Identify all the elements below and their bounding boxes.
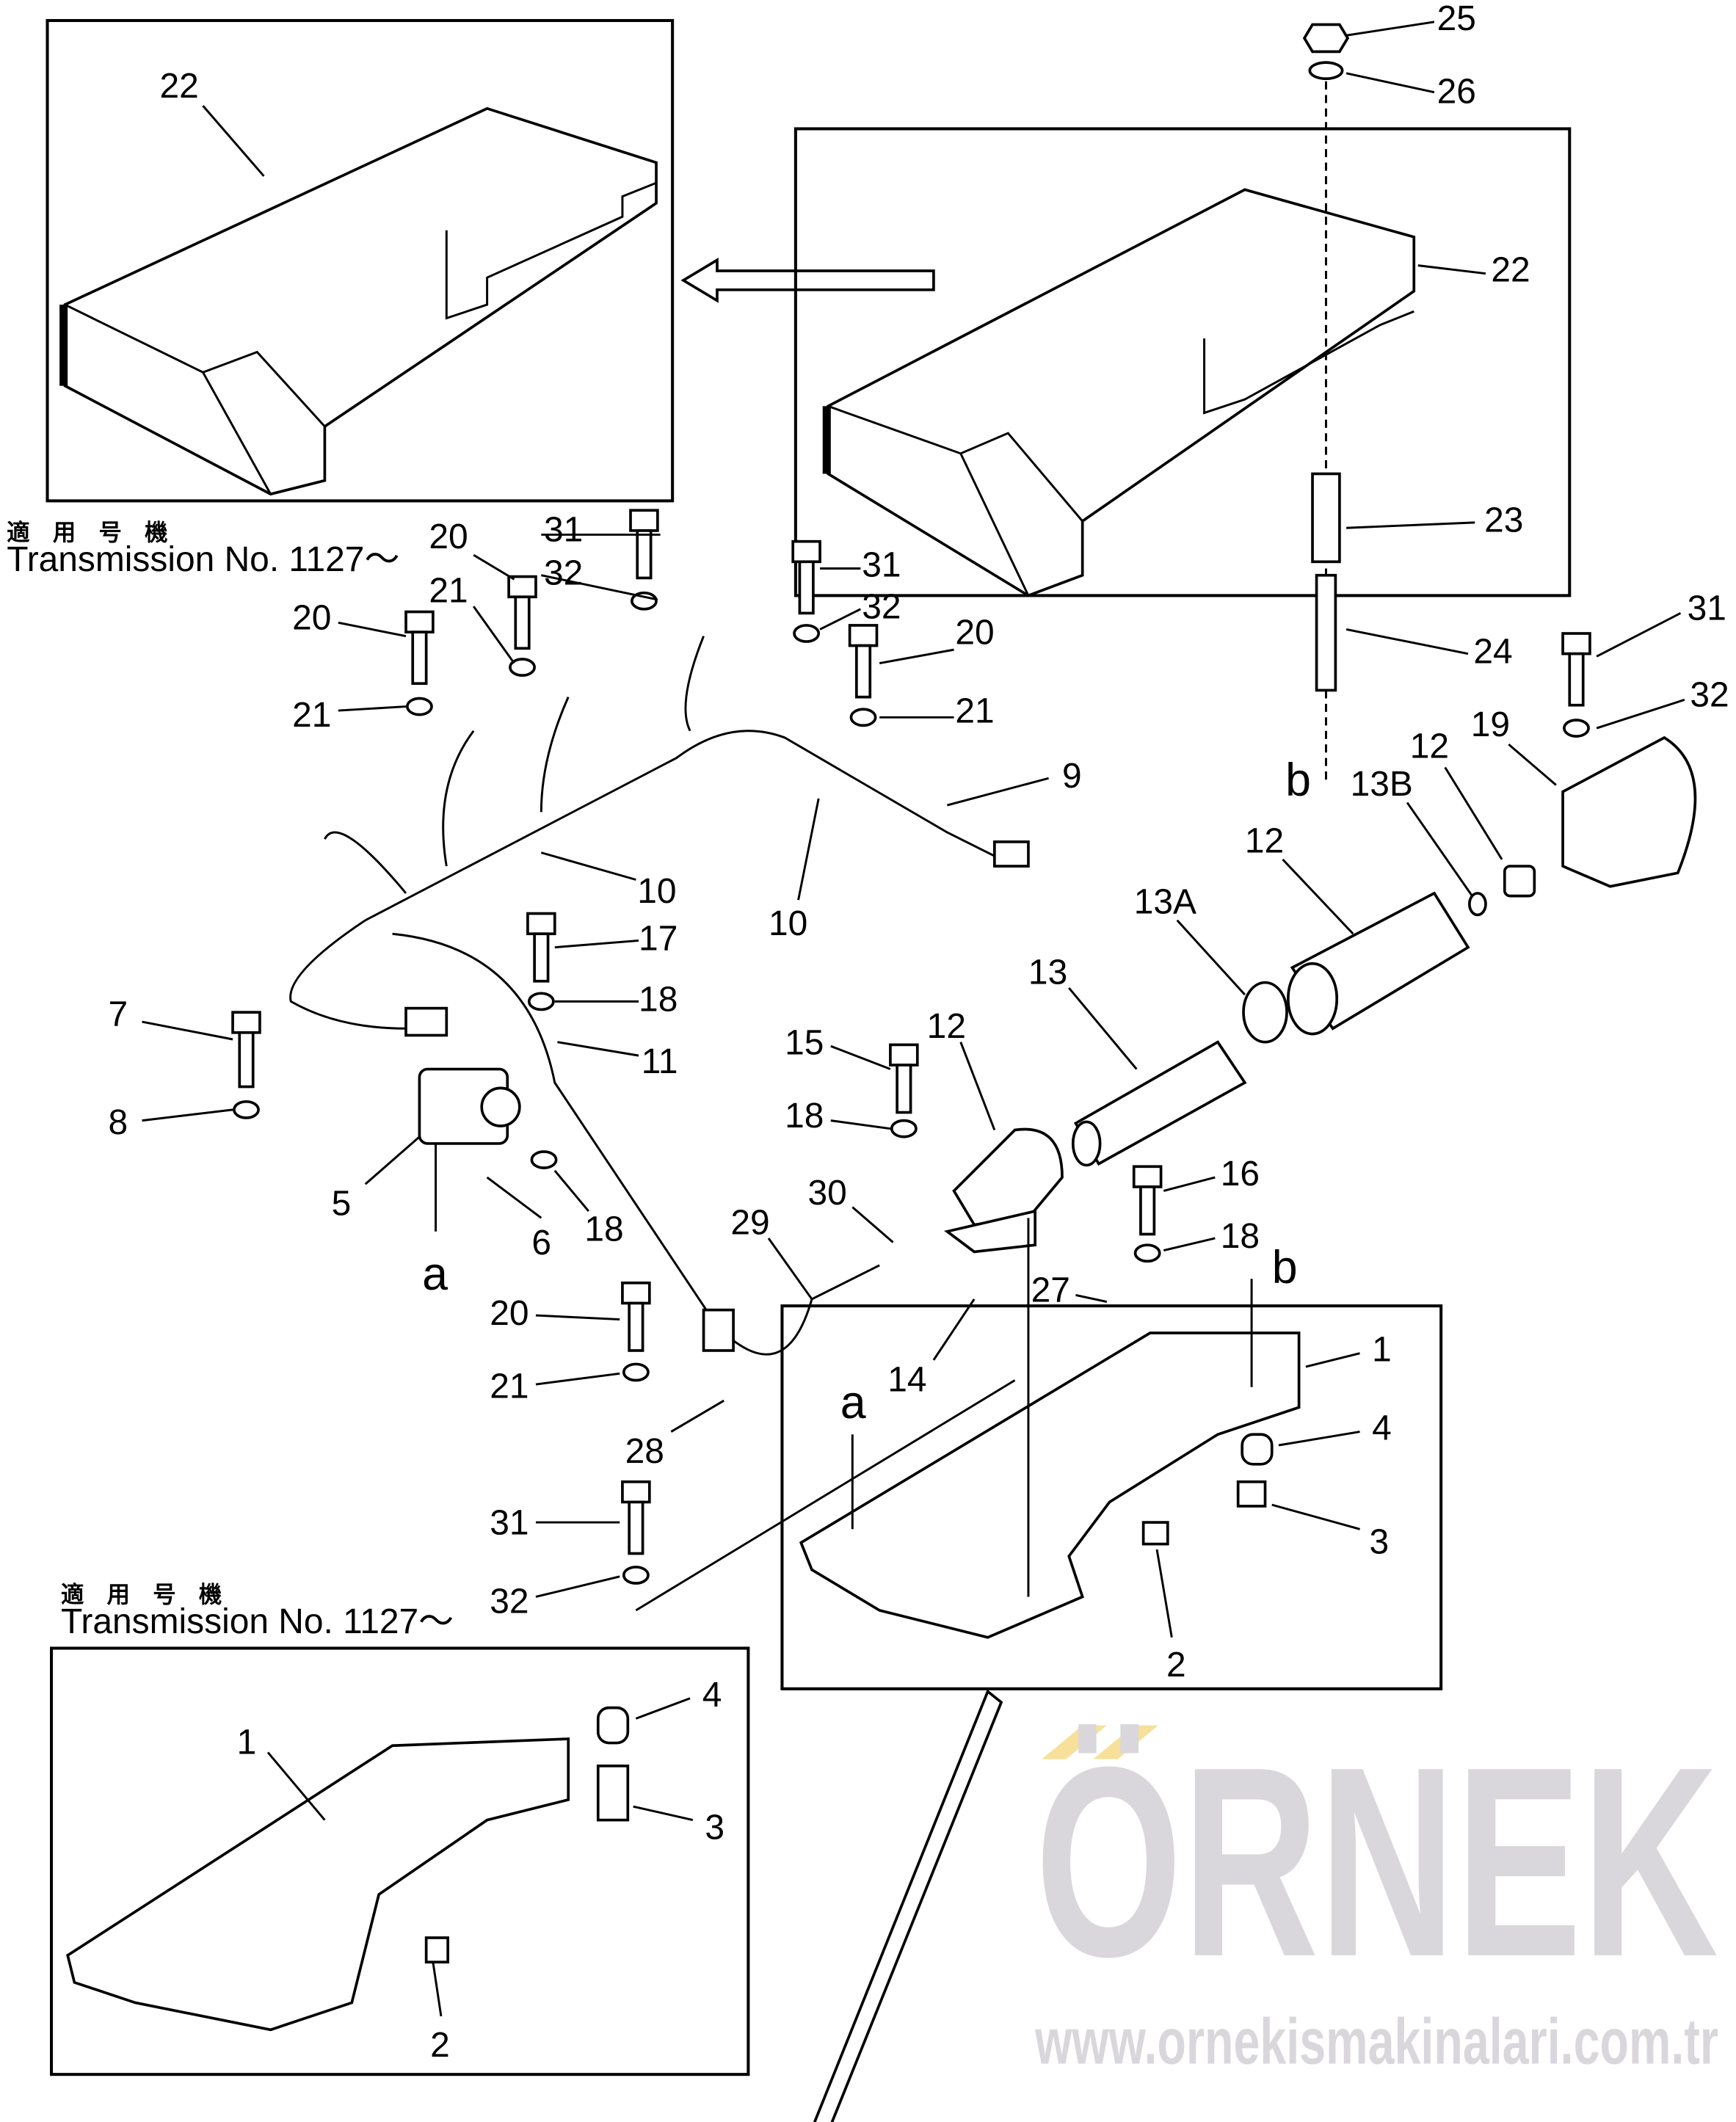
callout: 31 — [1688, 589, 1726, 628]
callout-letter: b — [1285, 755, 1311, 806]
callout: 18 — [785, 1097, 824, 1136]
bolts — [231, 509, 1591, 1585]
wiring-harness-9 — [289, 636, 1030, 1356]
guide-line — [635, 1379, 1016, 1612]
callout-labels: 22 25 26 22 23 24 31 32 19 12 13B b 12 1… — [108, 0, 1729, 2065]
callout: 4 — [1372, 1409, 1392, 1448]
inset-frame-plate — [50, 1646, 750, 2076]
callout: 31 — [544, 511, 583, 550]
watermark-accent-icon — [1042, 1725, 1107, 1759]
valve-body-1-inset — [66, 1706, 630, 2032]
callout: 5 — [332, 1185, 352, 1224]
plate-frame — [780, 1304, 1443, 1690]
stud-24 — [1315, 573, 1337, 692]
nut-25 — [1302, 23, 1350, 54]
callout: 10 — [637, 872, 676, 911]
callout: 21 — [490, 1367, 529, 1406]
callout: 1 — [1372, 1331, 1392, 1370]
arrow-down-left-icon — [813, 1689, 1003, 2122]
callout: 30 — [807, 1174, 846, 1213]
cover-frame — [793, 127, 1572, 597]
callout: 3 — [705, 1808, 724, 1847]
callout: 12 — [1410, 727, 1449, 766]
callout: 32 — [862, 588, 901, 627]
note-en: Transmission No. 1127～ — [7, 540, 399, 579]
callout: 13A — [1134, 883, 1196, 922]
callout: 3 — [1369, 1522, 1389, 1561]
callout: 23 — [1484, 501, 1523, 540]
callout: 4 — [702, 1676, 722, 1715]
callout-letter: a — [422, 1249, 448, 1300]
callout: 10 — [769, 904, 807, 943]
callout: 20 — [429, 517, 468, 556]
callout: 18 — [1221, 1217, 1260, 1256]
callout: 19 — [1471, 705, 1510, 744]
callout: 12 — [927, 1007, 966, 1046]
callout: 8 — [108, 1103, 128, 1142]
callout: 14 — [887, 1360, 926, 1399]
callout: 22 — [1491, 251, 1530, 290]
callout: 25 — [1437, 0, 1476, 38]
callout: 20 — [490, 1294, 529, 1333]
watermark-accent-icon — [1093, 1725, 1158, 1759]
cover-22-inset — [59, 106, 658, 496]
callout: 32 — [1690, 676, 1729, 715]
inset-frame-cover — [46, 18, 675, 503]
callout: 20 — [955, 614, 994, 653]
callout: 16 — [1221, 1155, 1260, 1193]
watermark-brand: ÖRNEK — [1035, 1711, 1718, 2013]
callout: 22 — [160, 67, 199, 106]
callout: 21 — [292, 696, 331, 735]
callout: 1 — [237, 1723, 257, 1762]
cover-22 — [822, 188, 1416, 597]
valve-body-1 — [799, 1331, 1301, 1639]
callout: 13 — [1028, 953, 1067, 992]
arrow-left-icon — [680, 257, 935, 303]
watermark-url: www.ornekismakinalari.com.tr — [1034, 2005, 1718, 2077]
callout: 29 — [730, 1203, 769, 1242]
callout: 17 — [639, 919, 678, 958]
callout: 18 — [639, 980, 678, 1019]
callout: 24 — [1473, 633, 1512, 672]
callout: 2 — [1166, 1646, 1186, 1685]
callout: 7 — [108, 995, 128, 1034]
callout-letter: b — [1272, 1242, 1298, 1293]
callout: 31 — [490, 1504, 529, 1543]
callout: 26 — [1437, 72, 1476, 111]
o-ring-13a — [1242, 981, 1288, 1044]
callout: 21 — [429, 572, 468, 611]
callout: 12 — [1245, 822, 1284, 861]
leader-lines — [142, 21, 1685, 2017]
callout: 2 — [430, 2026, 450, 2065]
callout: 11 — [642, 1042, 678, 1081]
applicability-note-2: 適 用 号 機 Transmission No. 1127～ — [61, 1582, 454, 1641]
callout: 13B — [1351, 765, 1413, 804]
callout: 28 — [625, 1432, 664, 1471]
filter-assembly — [944, 735, 1697, 1254]
note-en: Transmission No. 1127～ — [61, 1602, 454, 1641]
note-jp: 適 用 号 機 — [7, 520, 167, 546]
callout: 20 — [292, 598, 331, 637]
callout: 6 — [531, 1224, 551, 1262]
callout: 21 — [955, 692, 994, 731]
pipe-23 — [1311, 472, 1341, 564]
callout: 15 — [785, 1023, 824, 1062]
callout: 18 — [584, 1210, 623, 1249]
callout: 32 — [490, 1583, 529, 1621]
watermark: ÖRNEK www.ornekismakinalari.com.tr — [1034, 1711, 1718, 2077]
applicability-note-1: 適 用 号 機 Transmission No. 1127～ — [7, 520, 399, 579]
callout: 27 — [1031, 1271, 1070, 1310]
note-jp: 適 用 号 機 — [61, 1582, 222, 1608]
solenoid-5 — [418, 1067, 521, 1145]
callout-letter: a — [840, 1377, 866, 1428]
callout: 9 — [1062, 757, 1082, 796]
callout: 31 — [862, 546, 901, 585]
callout: 32 — [544, 554, 583, 593]
washer-26 — [1308, 61, 1344, 81]
